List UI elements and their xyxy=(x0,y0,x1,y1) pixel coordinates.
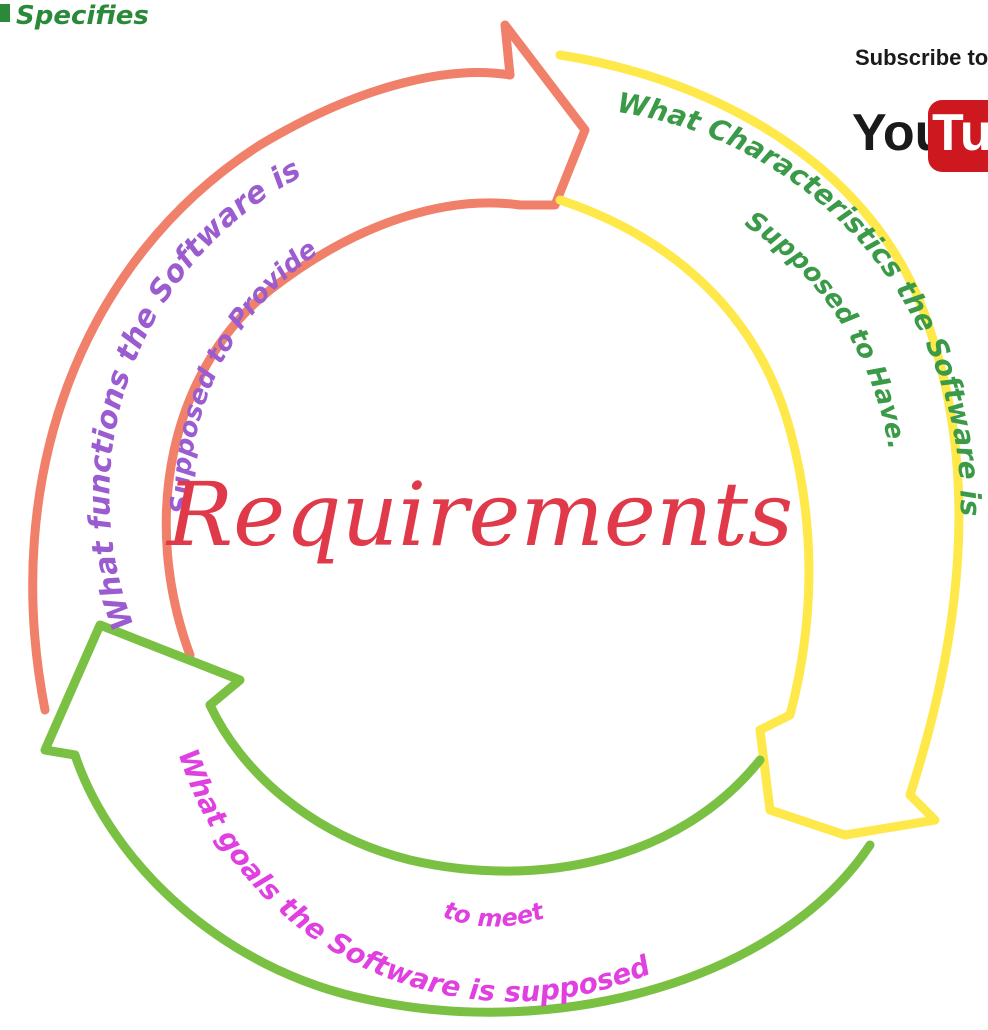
corner-marker-icon xyxy=(0,4,10,22)
subscribe-badge[interactable]: Subscribe to You Tube xyxy=(852,45,988,172)
youtube-logo-right: Tube xyxy=(932,104,988,162)
youtube-logo-box xyxy=(928,100,988,172)
functional-arrow-inner xyxy=(161,198,525,660)
goals-arrow-head xyxy=(40,620,245,760)
functional-arrow-head xyxy=(500,20,590,210)
characteristics-arrow-outer xyxy=(555,50,964,800)
corner-label: Specifies xyxy=(0,1,149,31)
goals-arrow xyxy=(40,620,875,1017)
center-title: Requirements xyxy=(165,463,793,566)
goals-arrow-inner xyxy=(205,700,765,876)
functional-arrow xyxy=(28,20,590,715)
subscribe-caption: Subscribe to xyxy=(855,45,988,70)
characteristics-arrow-head xyxy=(755,710,940,840)
functional-arrow-outer xyxy=(28,68,515,715)
goals-text-line2: to meet xyxy=(440,896,549,933)
goals-text-line1: What goals the Software is supposed xyxy=(171,745,655,1009)
characteristics-arrow xyxy=(555,50,964,840)
characteristics-arrow-inner xyxy=(555,195,814,720)
goals-arrow-outer xyxy=(70,750,875,1017)
corner-label-text: Specifies xyxy=(16,1,149,31)
